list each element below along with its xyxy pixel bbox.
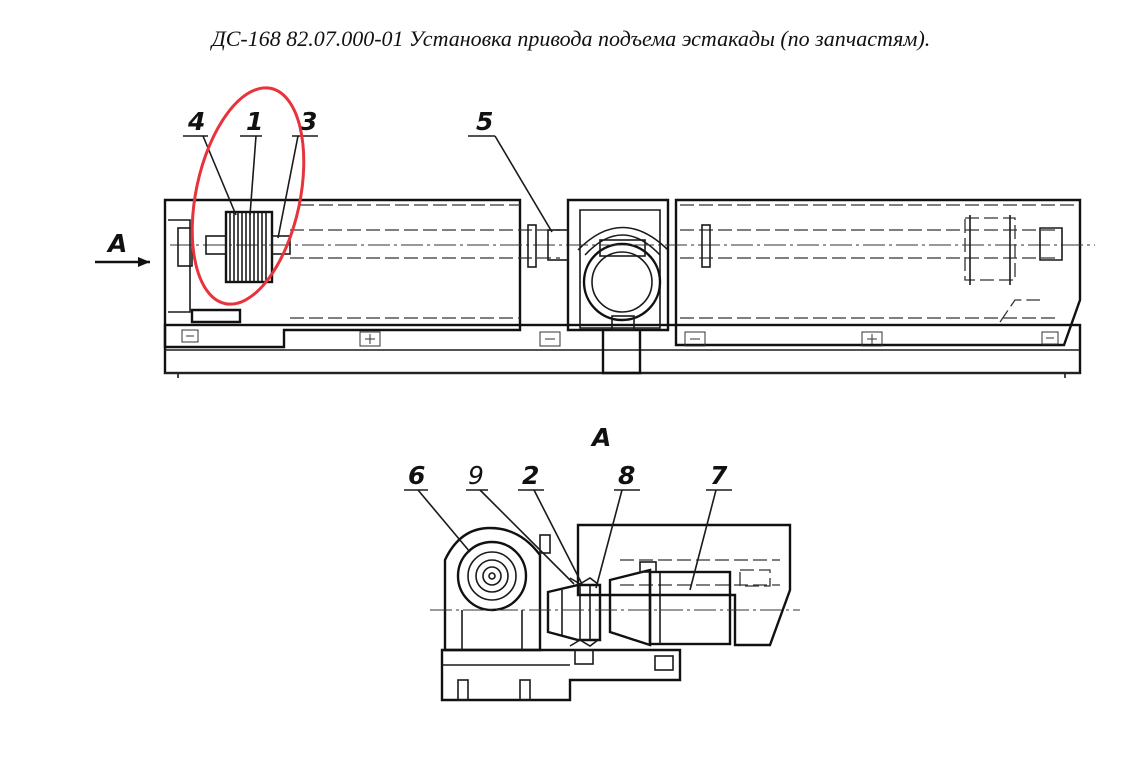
highlight-ellipse [190,86,306,306]
label-3: 3 [300,107,317,136]
motor-body [648,570,732,646]
coupling [546,583,602,642]
label-8: 8 [618,461,635,490]
label-1: 1 [246,107,263,136]
label-6: 6 [408,461,425,490]
drum-windings [229,212,267,282]
view-a: A [404,423,800,702]
drum [224,210,274,284]
center-housing [566,198,670,332]
winch-housing [443,526,542,652]
label-5: 5 [476,107,493,136]
label-2: 2 [522,461,539,490]
motor-flange [608,568,652,647]
motor-cover [576,523,792,647]
motor [582,242,662,322]
view-arrow-label: A [106,229,127,258]
drawing-title: ДС-168 82.07.000-01 Установка привода по… [211,26,931,51]
top-view: A 4 1 3 5 [95,86,1095,378]
view-a-title: A [590,423,611,452]
base-beam [163,323,1082,375]
label-4: 4 [187,107,205,136]
right-housing [674,198,1082,347]
fastener-markers [181,329,1059,347]
label-7: 7 [710,461,728,490]
base-frame [440,648,682,702]
label-9: 9 [468,461,484,490]
